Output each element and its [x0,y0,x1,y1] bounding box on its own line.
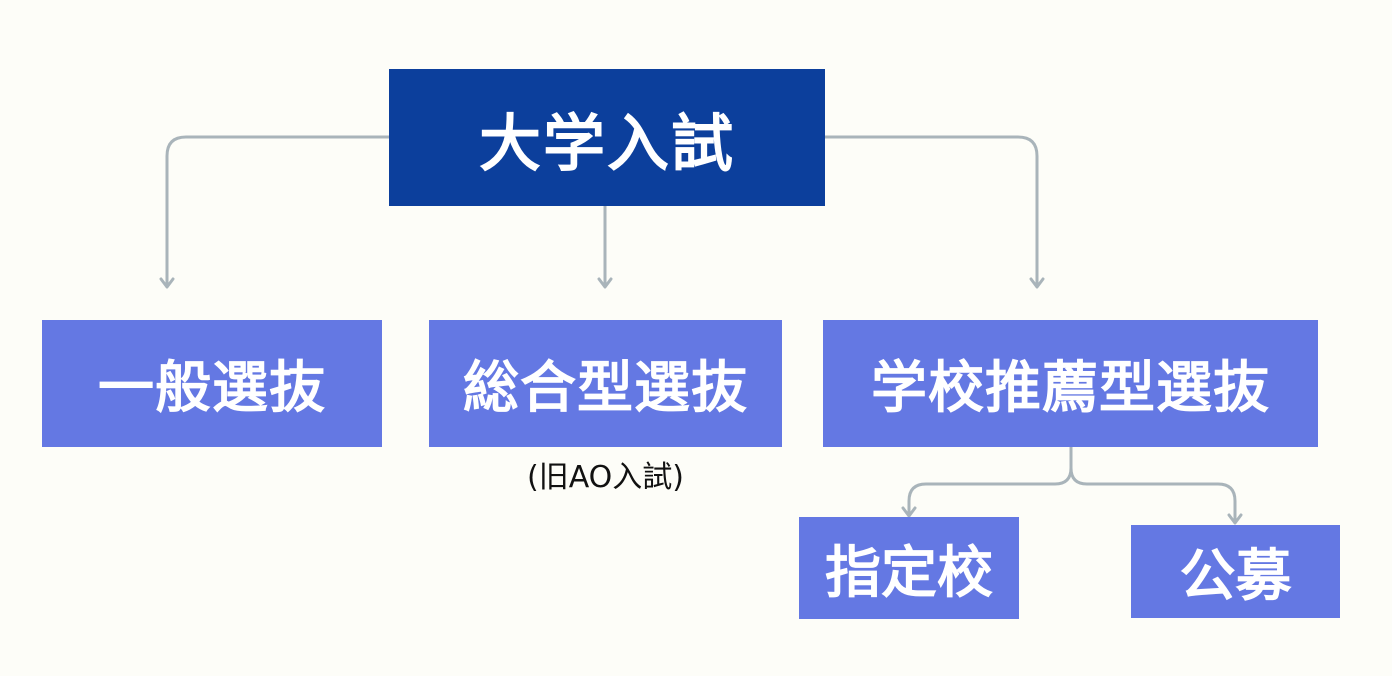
arrowhead-general [159,277,175,289]
subcategory-label-public: 公募 [1179,544,1292,609]
subcategory-node-public: 公募 [1131,525,1340,618]
connector-root-general [165,135,391,288]
category-node-school-recommendation: 学校推薦型選抜 [823,320,1318,447]
subcategory-node-designated: 指定校 [799,517,1019,619]
category-node-comprehensive: 総合型選抜 [429,320,782,447]
category-label-school-recommendation: 学校推薦型選抜 [871,356,1270,421]
connector-school-stem [907,445,1073,516]
connector-root-school [823,135,1039,288]
root-node-label: 大学入試 [478,106,735,180]
category-label-general: 一般選抜 [98,356,326,421]
category-note-comprehensive: (旧AO入試) [526,460,685,495]
category-node-general: 一般選抜 [42,320,382,447]
category-label-comprehensive: 総合型選抜 [463,356,748,421]
arrowhead-public [1227,513,1243,525]
arrowhead-school [1029,277,1045,289]
arrowhead-comprehensive [597,277,613,289]
arrowhead-designated [901,506,917,518]
root-node: 大学入試 [389,69,825,206]
subcategory-label-designated: 指定校 [825,540,993,606]
connector-school-right [1069,466,1237,524]
